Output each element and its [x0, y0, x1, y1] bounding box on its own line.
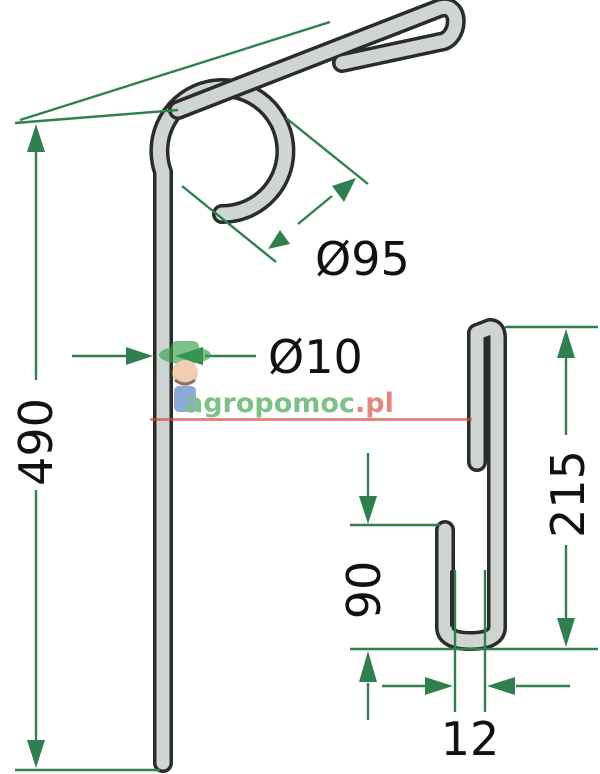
watermark-text: agropomoc.pl	[185, 388, 394, 419]
watermark: agropomoc.pl	[150, 341, 472, 421]
watermark-text-main: agropomoc	[185, 388, 355, 419]
dimension-hook-gap	[382, 570, 570, 712]
dimension-coil-diameter-label: Ø95	[315, 232, 410, 286]
dimension-hook-gap-label: 12	[441, 712, 500, 766]
spring-tine	[149, 0, 466, 773]
farmer-mascot-icon	[159, 341, 211, 412]
dimension-total-length-label: 490	[9, 398, 63, 486]
tine-hook-end	[435, 318, 507, 651]
dimension-hook-depth	[350, 453, 440, 720]
dimension-wire-diameter-label: Ø10	[268, 330, 363, 384]
dimension-hook-length	[350, 325, 598, 651]
dimension-hook-length-label: 215	[541, 450, 595, 538]
watermark-text-suffix: .pl	[355, 388, 394, 419]
dimension-coil-diameter	[181, 117, 369, 263]
dimension-hook-depth-label: 90	[337, 561, 391, 620]
dimension-total-length	[14, 20, 331, 772]
